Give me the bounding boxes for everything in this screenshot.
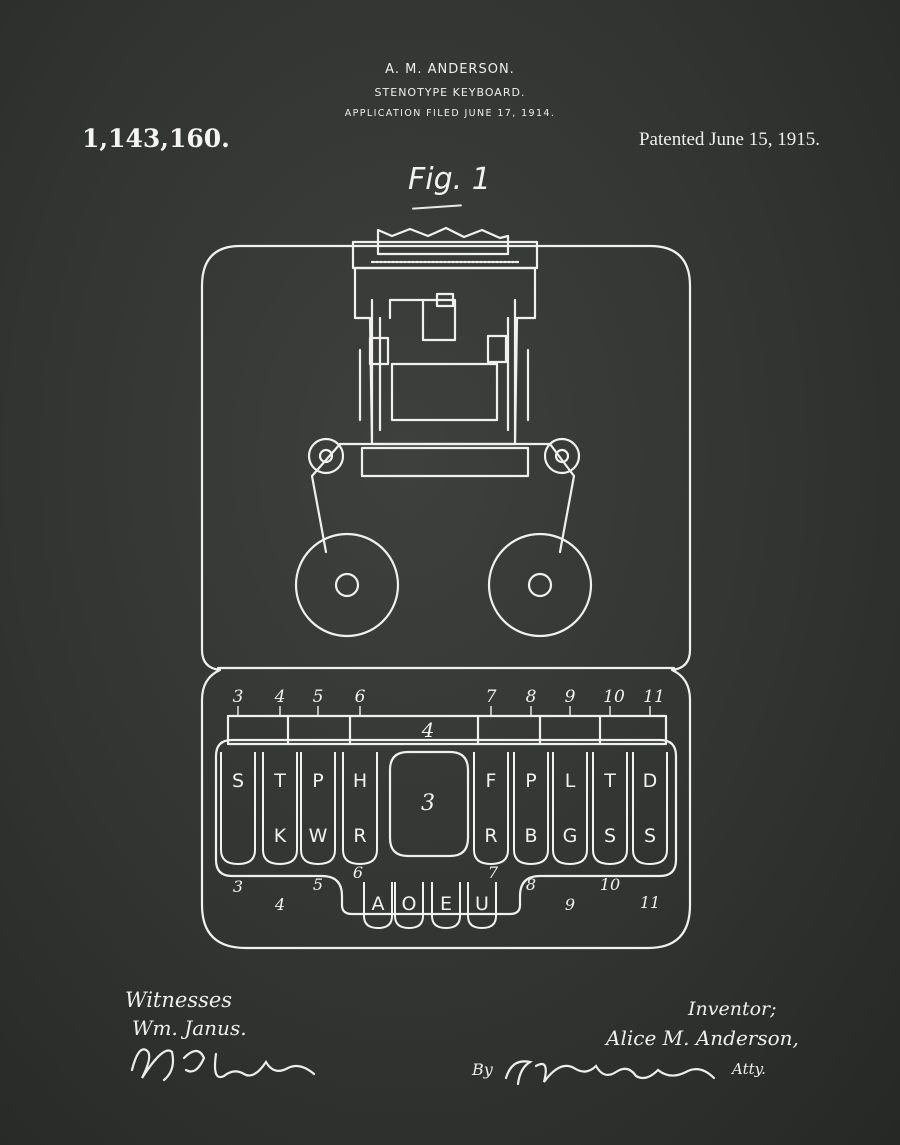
reference-number: 11: [640, 893, 660, 912]
key-stem: [300, 752, 336, 866]
reference-number: 3: [233, 687, 244, 707]
key-top-t: T: [603, 770, 616, 792]
bar-reference-label: 4: [421, 718, 435, 742]
vowel-key-stem: [394, 882, 424, 930]
application-filed: APPLICATION FILED JUNE 17, 1914.: [344, 108, 556, 119]
reference-number: 7: [488, 863, 499, 882]
key-stem: [552, 752, 588, 866]
key-top-h: H: [353, 770, 367, 792]
carriage-left-arm: [358, 298, 382, 442]
carriage-right-arm: [506, 298, 530, 442]
vowel-key-a: A: [372, 893, 385, 915]
vowel-key-stem: [363, 882, 393, 930]
key-bottom-s: S: [644, 825, 656, 847]
key-stem: [632, 752, 668, 866]
vowel-key-stem: [467, 882, 497, 930]
right-bracket: [486, 334, 508, 364]
key-bottom-k: K: [274, 825, 287, 847]
reference-number: 4: [274, 895, 285, 914]
carriage-inner: [388, 298, 457, 342]
center-key: [388, 750, 470, 858]
key-bottom-s: S: [604, 825, 616, 847]
inventor-label: Inventor;: [688, 998, 777, 1020]
reference-number: 5: [313, 875, 323, 894]
key-stem: [262, 752, 298, 866]
key-stem: [473, 752, 509, 866]
reference-number: 6: [353, 863, 363, 882]
key-top-s: S: [232, 770, 244, 792]
key-stem: [342, 752, 378, 866]
key-top-d: D: [643, 770, 658, 792]
key-bottom-r: R: [484, 825, 497, 847]
reference-number: 5: [313, 687, 324, 707]
space-bar: [226, 714, 668, 746]
reference-number: 7: [486, 687, 497, 707]
key-bottom-w: W: [309, 825, 328, 847]
left-reel: [294, 532, 400, 638]
reference-number: 8: [526, 687, 537, 707]
figure-label: Fig. 1: [408, 162, 491, 197]
key-top-p: P: [312, 770, 323, 792]
vowel-key-o: O: [402, 893, 417, 915]
reference-number: 8: [526, 875, 536, 894]
reference-number: 4: [274, 687, 286, 707]
inventor-header: A. M. ANDERSON.: [385, 62, 515, 77]
witnesses-label: Witnesses: [125, 988, 233, 1012]
witness-signature-2: [130, 1048, 316, 1082]
inner-panel: [390, 362, 499, 422]
inventor-signature: Alice M. Anderson,: [606, 1026, 799, 1050]
reference-number: 3: [233, 877, 243, 896]
left-bracket: [368, 336, 390, 366]
attorney-label: Atty.: [732, 1060, 766, 1078]
patent-number: 1,143,160.: [82, 124, 230, 153]
by-label: By: [472, 1060, 493, 1079]
right-pulley: [543, 437, 581, 475]
key-top-f: F: [486, 770, 497, 792]
reference-number: 9: [565, 895, 575, 914]
key-bottom-g: G: [563, 825, 578, 847]
key-top-l: L: [565, 770, 576, 792]
key-bottom-b: B: [524, 825, 537, 847]
attorney-signature: [504, 1060, 716, 1086]
center-reference-label: 3: [421, 791, 435, 816]
reference-number: 10: [603, 687, 625, 707]
key-stem: [513, 752, 549, 866]
left-pulley: [307, 437, 345, 475]
key-top-p: P: [525, 770, 536, 792]
lower-bar: [360, 446, 530, 478]
key-bottom-r: R: [353, 825, 366, 847]
vowel-key-e: E: [440, 893, 452, 915]
paper-strip: [376, 226, 510, 256]
reference-number: 10: [600, 875, 620, 894]
key-top-t: T: [273, 770, 286, 792]
machine-outline: [200, 244, 692, 950]
reference-number: 9: [565, 687, 576, 707]
key-stem: [220, 752, 256, 866]
patent-date: Patented June 15, 1915.: [638, 129, 820, 150]
vowel-key-u: U: [475, 893, 489, 915]
witness-signature-1: Wm. Janus.: [132, 1016, 247, 1040]
reel-housing: [310, 442, 576, 554]
right-reel: [487, 532, 593, 638]
carriage-block: [435, 292, 455, 308]
invention-title: STENOTYPE KEYBOARD.: [374, 86, 526, 99]
reference-number: 6: [355, 687, 366, 707]
key-stem: [592, 752, 628, 866]
vowel-key-stem: [431, 882, 461, 930]
vowel-housing: [214, 738, 678, 916]
reference-number: 11: [643, 687, 665, 707]
